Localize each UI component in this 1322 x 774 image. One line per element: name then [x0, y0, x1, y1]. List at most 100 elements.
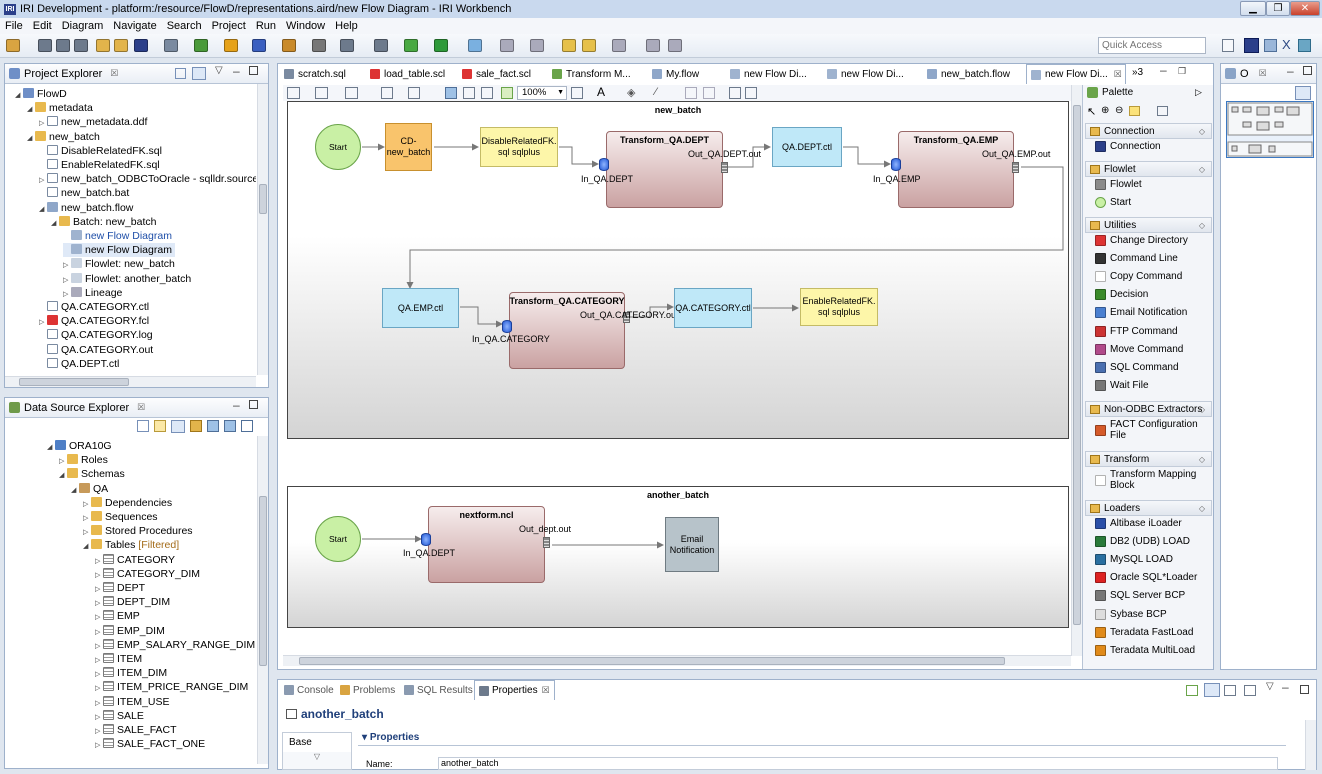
bottom-tab[interactable]: Properties ☒: [474, 680, 555, 700]
select-tool-icon[interactable]: ↖: [1087, 106, 1097, 118]
pe-tree-item[interactable]: ▷Lineage: [63, 286, 122, 300]
note-tool-icon[interactable]: [1129, 106, 1140, 116]
xml-perspective-icon[interactable]: X: [1282, 37, 1291, 52]
flowlet-new-batch[interactable]: new_batch Start CD- new_batch DisableRel…: [287, 101, 1069, 439]
pe-tree-item[interactable]: ▷Flowlet: another_batch: [63, 272, 191, 286]
expanded-arrow-icon[interactable]: ◢: [47, 444, 53, 451]
dse-tree-item[interactable]: ▷CATEGORY_DIM: [95, 567, 200, 581]
collapsed-arrow-icon[interactable]: ▷: [95, 713, 101, 721]
pin-icon[interactable]: [612, 39, 626, 52]
bottom-tab[interactable]: SQL Results: [404, 680, 473, 700]
collapsed-arrow-icon[interactable]: ▷: [95, 571, 101, 579]
new-flow-icon[interactable]: [252, 39, 266, 52]
new-job-icon[interactable]: [194, 39, 208, 52]
connection-icon[interactable]: [282, 39, 296, 52]
dse-tree-item[interactable]: ▷Stored Procedures: [83, 524, 193, 538]
palette-item[interactable]: Flowlet: [1095, 179, 1142, 190]
properties-vscroll[interactable]: [1305, 720, 1316, 770]
minimize-view-icon[interactable]: –: [1287, 64, 1294, 78]
dse-tree-item[interactable]: ▷DEPT_DIM: [95, 595, 170, 609]
expanded-arrow-icon[interactable]: ◢: [27, 134, 33, 142]
collapse-all-icon[interactable]: [175, 68, 186, 79]
collapse-drawer-icon[interactable]: ◇: [1198, 126, 1205, 136]
view-menu-icon[interactable]: ▽: [215, 65, 223, 76]
dse-tree-item[interactable]: ▷EMP: [95, 609, 140, 623]
menu-navigate[interactable]: Navigate: [113, 20, 157, 32]
snap-grid-icon[interactable]: [729, 87, 741, 99]
show-grid-icon[interactable]: [745, 87, 757, 99]
collapse-drawer-icon[interactable]: ◇: [1198, 503, 1205, 513]
collapsed-arrow-icon[interactable]: ▷: [95, 671, 101, 679]
collapsed-arrow-icon[interactable]: ▷: [95, 557, 101, 565]
dse-tree-item[interactable]: ▷SALE_FACT_ONE: [95, 737, 205, 751]
dse-tree-item[interactable]: ◢Schemas: [59, 467, 125, 481]
expanded-arrow-icon[interactable]: ◢: [59, 472, 65, 480]
expanded-arrow-icon[interactable]: ◢: [15, 92, 21, 99]
pe-tree-item[interactable]: ▷new_metadata.ddf: [39, 115, 147, 129]
palette-item[interactable]: Start: [1095, 197, 1131, 209]
pin-view-icon[interactable]: [1186, 685, 1198, 696]
refresh-icon[interactable]: [190, 420, 202, 432]
java-perspective-icon[interactable]: [1298, 39, 1311, 52]
menu-project[interactable]: Project: [211, 20, 246, 32]
menu-file[interactable]: File: [5, 20, 23, 32]
filter-icon[interactable]: [408, 87, 420, 99]
collapsed-arrow-icon[interactable]: ▷: [95, 728, 101, 735]
editor-tab[interactable]: scratch.sql: [280, 64, 364, 84]
email-notification-node[interactable]: Email Notification: [665, 517, 719, 572]
collapsed-arrow-icon[interactable]: ▷: [95, 600, 101, 608]
collapsed-arrow-icon[interactable]: ▷: [63, 276, 69, 284]
editor-overflow-tabs[interactable]: »3: [1132, 67, 1144, 78]
name-field[interactable]: another_batch: [438, 757, 1278, 770]
prev-annotation-icon[interactable]: [530, 39, 544, 52]
dse-tree-item[interactable]: ▷ITEM_USE: [95, 695, 170, 709]
palette-item[interactable]: SQL Command: [1095, 361, 1179, 373]
arrange-all-icon[interactable]: [287, 87, 300, 99]
collapsed-arrow-icon[interactable]: ▷: [83, 515, 89, 522]
dse-tree-item[interactable]: ▷ITEM_PRICE_RANGE_DIM: [95, 680, 248, 694]
select-all-icon[interactable]: [315, 87, 328, 99]
start-node[interactable]: Start: [315, 516, 361, 562]
maximize-view-icon[interactable]: [1303, 66, 1312, 75]
editor-minimize-icon[interactable]: –: [1160, 63, 1167, 77]
close-tab-icon[interactable]: ☒: [110, 68, 119, 78]
collapse-drawer-icon[interactable]: ◇: [1198, 220, 1205, 230]
open-folder-icon[interactable]: [96, 39, 110, 52]
emp-ctl-node[interactable]: QA.EMP.ctl: [382, 288, 459, 328]
palette-section-header[interactable]: Transform◇: [1085, 451, 1212, 467]
disconnect-icon[interactable]: [241, 420, 253, 432]
link-icon[interactable]: [646, 39, 660, 52]
restore-default-icon[interactable]: [1244, 685, 1256, 696]
menu-run[interactable]: Run: [255, 20, 276, 32]
pe-tree-item[interactable]: ◢metadata: [27, 101, 93, 115]
zoom-in-tool-icon[interactable]: ⊕: [1101, 105, 1110, 116]
flowlet-another-batch[interactable]: another_batch Start nextform.ncl In_QA.D…: [287, 486, 1069, 628]
line-style-icon[interactable]: [685, 87, 697, 99]
minimize-view-icon[interactable]: –: [1282, 680, 1289, 694]
close-tab-icon[interactable]: ☒: [137, 402, 146, 412]
expanded-arrow-icon[interactable]: ◢: [39, 205, 45, 213]
collapsed-arrow-icon[interactable]: ▷: [63, 262, 69, 270]
pe-tree-item[interactable]: ▷new_batch_ODBCToOracle - sqlldr.sourcet: [39, 172, 256, 186]
dse-tree-item[interactable]: ▷Dependencies: [83, 496, 172, 510]
pe-tree-item[interactable]: QA.CATEGORY.out: [39, 343, 153, 357]
view-menu-icon[interactable]: ▽: [1266, 681, 1274, 692]
palette-item[interactable]: Connection: [1095, 141, 1161, 152]
collapse-drawer-icon[interactable]: ◇: [1198, 454, 1205, 464]
palette-item[interactable]: Altibase iLoader: [1095, 518, 1182, 529]
dept-ctl-node[interactable]: QA.DEPT.ctl: [772, 127, 842, 167]
outline-thumbnail-viewport[interactable]: [1226, 101, 1314, 158]
collapse-drawer-icon[interactable]: ◇: [1198, 164, 1205, 174]
palette-item[interactable]: Move Command: [1095, 343, 1183, 355]
collapsed-arrow-icon[interactable]: ▷: [39, 177, 45, 185]
palette-item[interactable]: DB2 (UDB) LOAD: [1095, 536, 1190, 548]
palette-item[interactable]: Decision: [1095, 289, 1148, 301]
router-icon[interactable]: [481, 87, 493, 99]
transform-icon[interactable]: [224, 39, 238, 52]
collapsed-arrow-icon[interactable]: ▷: [59, 458, 65, 466]
expanded-arrow-icon[interactable]: ◢: [51, 219, 57, 227]
collapsed-arrow-icon[interactable]: ▷: [95, 685, 101, 693]
bottom-tab[interactable]: Problems: [340, 680, 395, 700]
pe-tree-item[interactable]: ▷Flowlet: new_batch: [63, 257, 175, 271]
save-all-icon[interactable]: [56, 39, 70, 52]
